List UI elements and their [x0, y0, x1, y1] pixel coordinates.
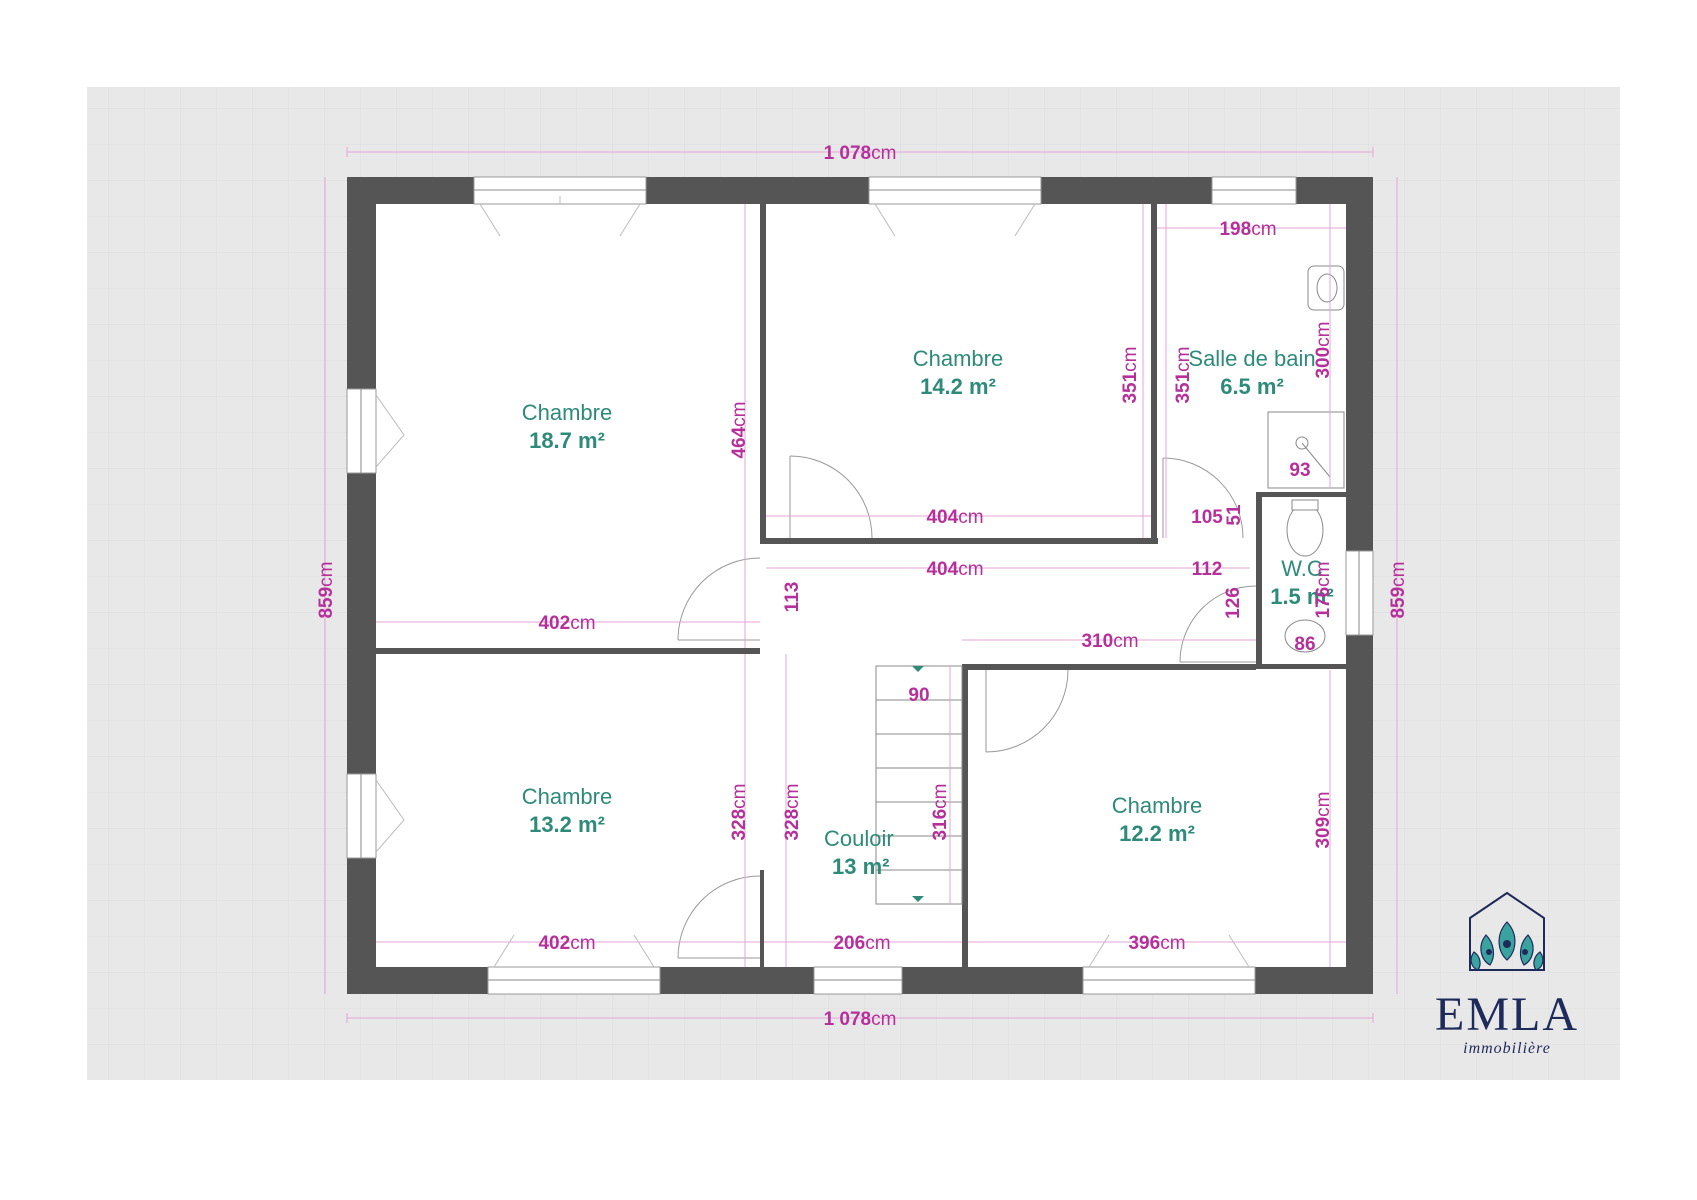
dim-198: 198cm — [1219, 219, 1276, 240]
dim-404-a: 404cm — [926, 507, 983, 528]
dimension-lines — [324, 147, 1398, 1023]
logo-tagline: immobilière — [1463, 1040, 1551, 1057]
dim-328-b: 328cm — [782, 783, 803, 840]
washbasin-icon — [1284, 619, 1326, 653]
dim-90: 90 — [908, 685, 929, 706]
room-area: 13.2 m² — [529, 812, 605, 837]
dimension-labels: 1 078cm 1 078cm 198cm 93 404cm 105 402cm… — [316, 143, 1409, 1030]
dim-total-width-bottom: 1 078cm — [824, 1009, 897, 1030]
dim-51: 51 — [1224, 504, 1245, 526]
dim-396: 396cm — [1128, 933, 1185, 954]
room-area: 1.5 m² — [1270, 584, 1334, 609]
dim-105: 105 — [1191, 507, 1223, 528]
dim-300: 300cm — [1313, 321, 1334, 378]
toilet-icon — [1286, 503, 1324, 557]
dim-351-b: 351cm — [1173, 346, 1194, 403]
dim-351-a: 351cm — [1120, 346, 1141, 403]
dim-328-a: 328cm — [729, 783, 750, 840]
room-chambre-3: Chambre 13.2 m² — [522, 784, 612, 837]
room-wc: W.C 1.5 m² — [1270, 556, 1334, 609]
dim-126: 126 — [1223, 587, 1244, 619]
logo-brand: EMLA — [1435, 988, 1579, 1041]
room-chambre-2: Chambre 14.2 m² — [913, 346, 1003, 399]
fixtures — [1267, 265, 1345, 653]
staircase — [875, 665, 963, 905]
room-name: Chambre — [522, 400, 612, 425]
room-name: Salle de bain — [1188, 346, 1315, 371]
interior-walls — [376, 204, 1346, 967]
dim-404-b: 404cm — [926, 559, 983, 580]
dim-402-a: 402cm — [538, 613, 595, 634]
emla-logo: EMLA immobilière — [1435, 891, 1579, 1057]
room-name: W.C — [1281, 556, 1323, 581]
room-name: Chambre — [913, 346, 1003, 371]
dim-206: 206cm — [833, 933, 890, 954]
room-name: Chambre — [1112, 793, 1202, 818]
dim-113: 113 — [782, 582, 803, 613]
doors — [677, 455, 1257, 959]
room-chambre-4: Chambre 12.2 m² — [1112, 793, 1202, 846]
dim-86: 86 — [1294, 634, 1315, 655]
room-area: 14.2 m² — [920, 374, 996, 399]
dim-176: 176cm — [1313, 561, 1334, 618]
dim-310: 310cm — [1081, 631, 1138, 652]
dim-112: 112 — [1192, 559, 1223, 580]
dim-93: 93 — [1289, 460, 1310, 481]
dim-464: 464cm — [729, 401, 750, 458]
dim-402-b: 402cm — [538, 933, 595, 954]
dim-total-width-top: 1 078cm — [824, 143, 897, 164]
house-icon — [1469, 891, 1545, 971]
room-name: Couloir — [824, 826, 894, 851]
room-area: 13 m² — [832, 854, 889, 879]
room-couloir: Couloir 13 m² — [824, 826, 894, 879]
room-area: 6.5 m² — [1220, 374, 1284, 399]
room-area: 18.7 m² — [529, 428, 605, 453]
dim-total-height-right: 859cm — [1388, 561, 1409, 618]
shower-icon — [1267, 411, 1345, 489]
room-area: 12.2 m² — [1119, 821, 1195, 846]
dim-total-height-left: 859cm — [316, 561, 337, 618]
dim-309: 309cm — [1313, 791, 1334, 848]
room-salle-de-bain: Salle de bain 6.5 m² — [1188, 346, 1315, 399]
room-name: Chambre — [522, 784, 612, 809]
room-chambre-1: Chambre 18.7 m² — [522, 400, 612, 453]
dim-316: 316cm — [930, 783, 951, 840]
